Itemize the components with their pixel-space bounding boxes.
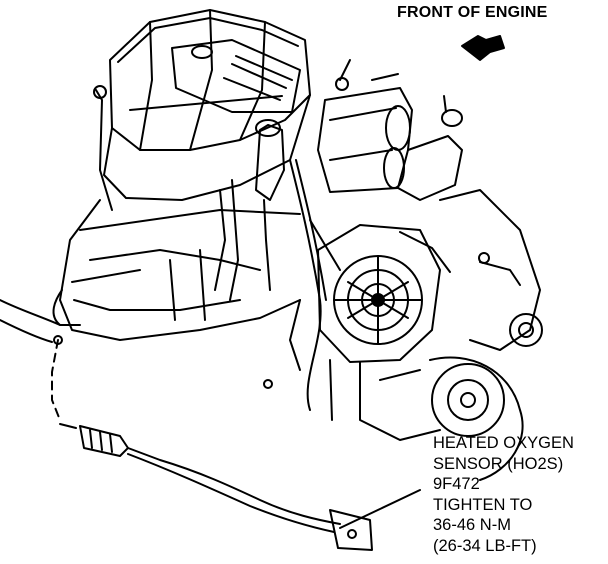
oxygen-sensor — [59, 423, 421, 551]
exhaust-manifold — [0, 199, 301, 343]
intake-plenum — [103, 9, 311, 201]
front-of-engine-label: FRONT OF ENGINE — [397, 4, 548, 21]
front-direction-arrow-icon — [461, 35, 505, 61]
callout-line-1: HEATED OXYGEN — [433, 434, 574, 452]
sensor-mount-line — [51, 335, 63, 421]
throttle-body — [317, 59, 463, 201]
front-cover — [263, 189, 543, 481]
callout-line-4: TIGHTEN TO — [433, 495, 533, 514]
plenum-plate — [171, 39, 301, 113]
oxygen-sensor-callout: HEATED OXYGEN SENSOR (HO2S) 9F472 TIGHTE… — [433, 433, 574, 556]
alternator — [317, 224, 451, 363]
wiring-harness — [289, 159, 341, 411]
pcv-tubes — [93, 85, 285, 301]
callout-line-6: (26-34 LB-FT) — [433, 536, 537, 555]
callout-line-2: SENSOR (HO2S) — [433, 454, 564, 473]
callout-line-3: 9F472 — [433, 475, 480, 493]
callout-line-5: 36-46 N-M — [433, 516, 511, 534]
